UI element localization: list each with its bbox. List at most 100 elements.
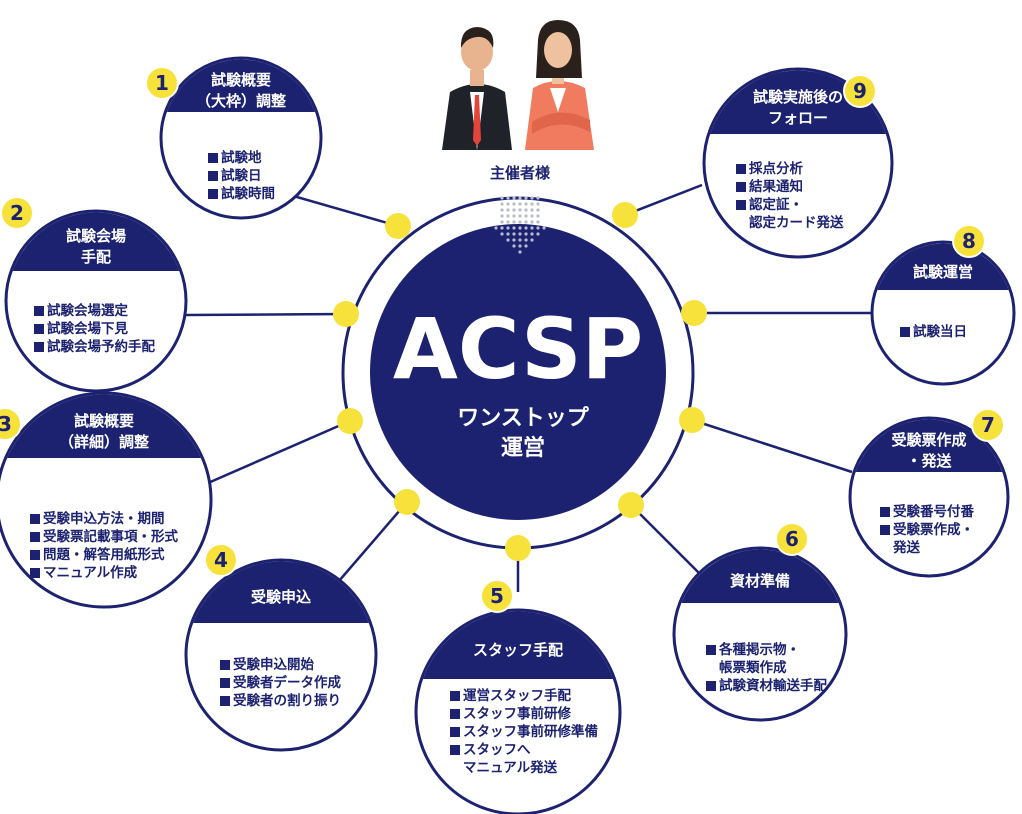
task-item-text: 試験資材輸送手配 — [719, 678, 827, 694]
task-item: 帳票類作成 — [706, 659, 827, 677]
task-item-text: 受験申込開始 — [233, 657, 314, 673]
bullet-square-icon — [30, 532, 40, 542]
center-title: ワンストップ 運営 — [385, 404, 661, 464]
task-item: 各種掲示物・ — [706, 641, 827, 659]
bullet-square-icon — [220, 660, 230, 670]
task-item-text: 認定カード発送 — [749, 215, 844, 231]
task-item: 試験時間 — [208, 185, 275, 203]
bullet-square-icon — [30, 514, 40, 524]
task-item-text: 受験番号付番 — [893, 504, 974, 520]
task-item: スタッフ事前研修 — [450, 705, 598, 723]
ring-dot — [618, 492, 644, 518]
step-8-node: 試験運営試験当日 — [872, 242, 1014, 384]
task-item-text: 各種掲示物・ — [719, 642, 800, 658]
bullet-square-icon — [34, 342, 44, 352]
bullet-square-icon — [30, 550, 40, 560]
step-9-title: 試験実施後のフォロー — [704, 87, 892, 129]
step-6-title-line: 資材準備 — [729, 572, 790, 590]
bullet-square-icon — [450, 709, 460, 719]
task-item: 採点分析 — [736, 160, 844, 178]
task-item: 運営スタッフ手配 — [450, 687, 598, 705]
task-item-text: 結果通知 — [749, 179, 803, 195]
bullet-square-icon — [706, 681, 716, 691]
task-item-text: 試験当日 — [913, 324, 967, 340]
ring-dots — [333, 202, 707, 561]
task-item: 認定カード発送 — [736, 214, 844, 232]
task-item-text: 受験票記載事項・形式 — [43, 529, 178, 545]
step-6-node: 資材準備各種掲示物・帳票類作成試験資材輸送手配 — [674, 548, 846, 720]
step-4-number-badge: 4 — [204, 543, 238, 577]
step-7-title: 受験票作成・発送 — [850, 430, 1008, 472]
organizer-label: 主催者様 — [489, 164, 550, 182]
bullet-square-icon — [880, 525, 890, 535]
task-item: 問題・解答用紙形式 — [30, 546, 178, 564]
bullet-square-icon — [208, 171, 218, 181]
task-item: 試験会場予約手配 — [34, 338, 155, 356]
ring-dot — [681, 300, 707, 326]
step-1-number-badge: 1 — [145, 66, 179, 100]
task-item-text: 試験会場予約手配 — [47, 339, 155, 355]
step-9-task-list: 採点分析結果通知認定証・認定カード発送 — [736, 160, 844, 232]
step-6-task-list: 各種掲示物・帳票類作成試験資材輸送手配 — [706, 641, 827, 695]
task-item-text: 受験票作成・ — [893, 522, 974, 538]
center-title-line1: ワンストップ — [457, 406, 589, 431]
bullet-square-icon — [208, 153, 218, 163]
step-2-title-line: 手配 — [80, 248, 111, 266]
step-9-title-line: フォロー — [767, 108, 828, 127]
step-7-node: 受験票作成・発送受験番号付番受験票作成・発送 — [850, 418, 1008, 576]
acsp-logo: ACSP — [393, 300, 643, 398]
bullet-square-icon — [736, 182, 746, 192]
task-item: 認定証・ — [736, 196, 844, 214]
step-2-title: 試験会場手配 — [6, 226, 186, 268]
task-item-text: 試験会場下見 — [47, 321, 128, 337]
organizer-people-icon — [442, 20, 594, 150]
bullet-square-icon — [208, 189, 218, 199]
task-item-text: 発送 — [893, 540, 920, 556]
step-7-title-line: 受験票作成 — [891, 431, 967, 449]
step-2-task-list: 試験会場選定試験会場下見試験会場予約手配 — [34, 302, 155, 356]
step-5-title: スタッフ手配 — [416, 640, 620, 661]
task-item: 試験当日 — [900, 323, 967, 341]
step-9-node: 試験実施後のフォロー採点分析結果通知認定証・認定カード発送 — [704, 69, 892, 257]
task-item: 試験会場選定 — [34, 302, 155, 320]
task-item: マニュアル作成 — [30, 564, 178, 582]
task-item: 受験者の割り振り — [220, 692, 341, 710]
task-item: 受験票作成・ — [880, 521, 974, 539]
bullet-square-icon — [220, 696, 230, 706]
task-item: 受験票記載事項・形式 — [30, 528, 178, 546]
task-item-text: 運営スタッフ手配 — [463, 688, 571, 704]
step-6-number-badge: 6 — [775, 522, 809, 556]
bullet-square-icon — [34, 306, 44, 316]
step-3-title-line: 試験概要 — [73, 411, 134, 430]
step-8-number-badge: 8 — [952, 224, 986, 258]
step-3-node: 試験概要（詳細）調整受験申込方法・期間受験票記載事項・形式問題・解答用紙形式マニ… — [0, 393, 211, 607]
acsp-logo-text: ACSP — [393, 300, 643, 398]
step-1-title-line: （大枠）調整 — [195, 92, 286, 110]
center-disc — [370, 224, 666, 520]
task-item-text: 試験会場選定 — [47, 303, 128, 319]
task-item: マニュアル発送 — [450, 759, 598, 777]
step-3-title-line: （詳細）調整 — [58, 432, 149, 451]
ring-dot — [394, 489, 420, 515]
step-1-title: 試験概要（大枠）調整 — [161, 70, 321, 112]
bullet-square-icon — [220, 678, 230, 688]
step-6-title: 資材準備 — [674, 571, 846, 592]
ring-dot — [679, 407, 705, 433]
ring-dot — [385, 213, 411, 239]
step-9-number-badge: 9 — [843, 74, 877, 108]
bullet-square-icon — [706, 645, 716, 655]
step-2-node: 試験会場手配試験会場選定試験会場下見試験会場予約手配 — [6, 211, 186, 391]
task-item: 発送 — [880, 539, 974, 557]
task-item-text: スタッフ事前研修 — [463, 706, 571, 722]
task-item-text: 帳票類作成 — [719, 660, 787, 676]
ring-dot — [612, 202, 638, 228]
task-item-text: スタッフへ — [463, 742, 531, 758]
step-5-node: スタッフ手配運営スタッフ手配スタッフ事前研修スタッフ事前研修準備スタッフへマニュ… — [416, 610, 620, 814]
step-2-number-badge: 2 — [0, 196, 34, 230]
dotted-down-arrow-icon — [494, 196, 546, 254]
step-7-title-line: ・発送 — [906, 452, 952, 470]
bullet-square-icon — [450, 727, 460, 737]
task-item: 結果通知 — [736, 178, 844, 196]
bullet-square-icon — [736, 200, 746, 210]
